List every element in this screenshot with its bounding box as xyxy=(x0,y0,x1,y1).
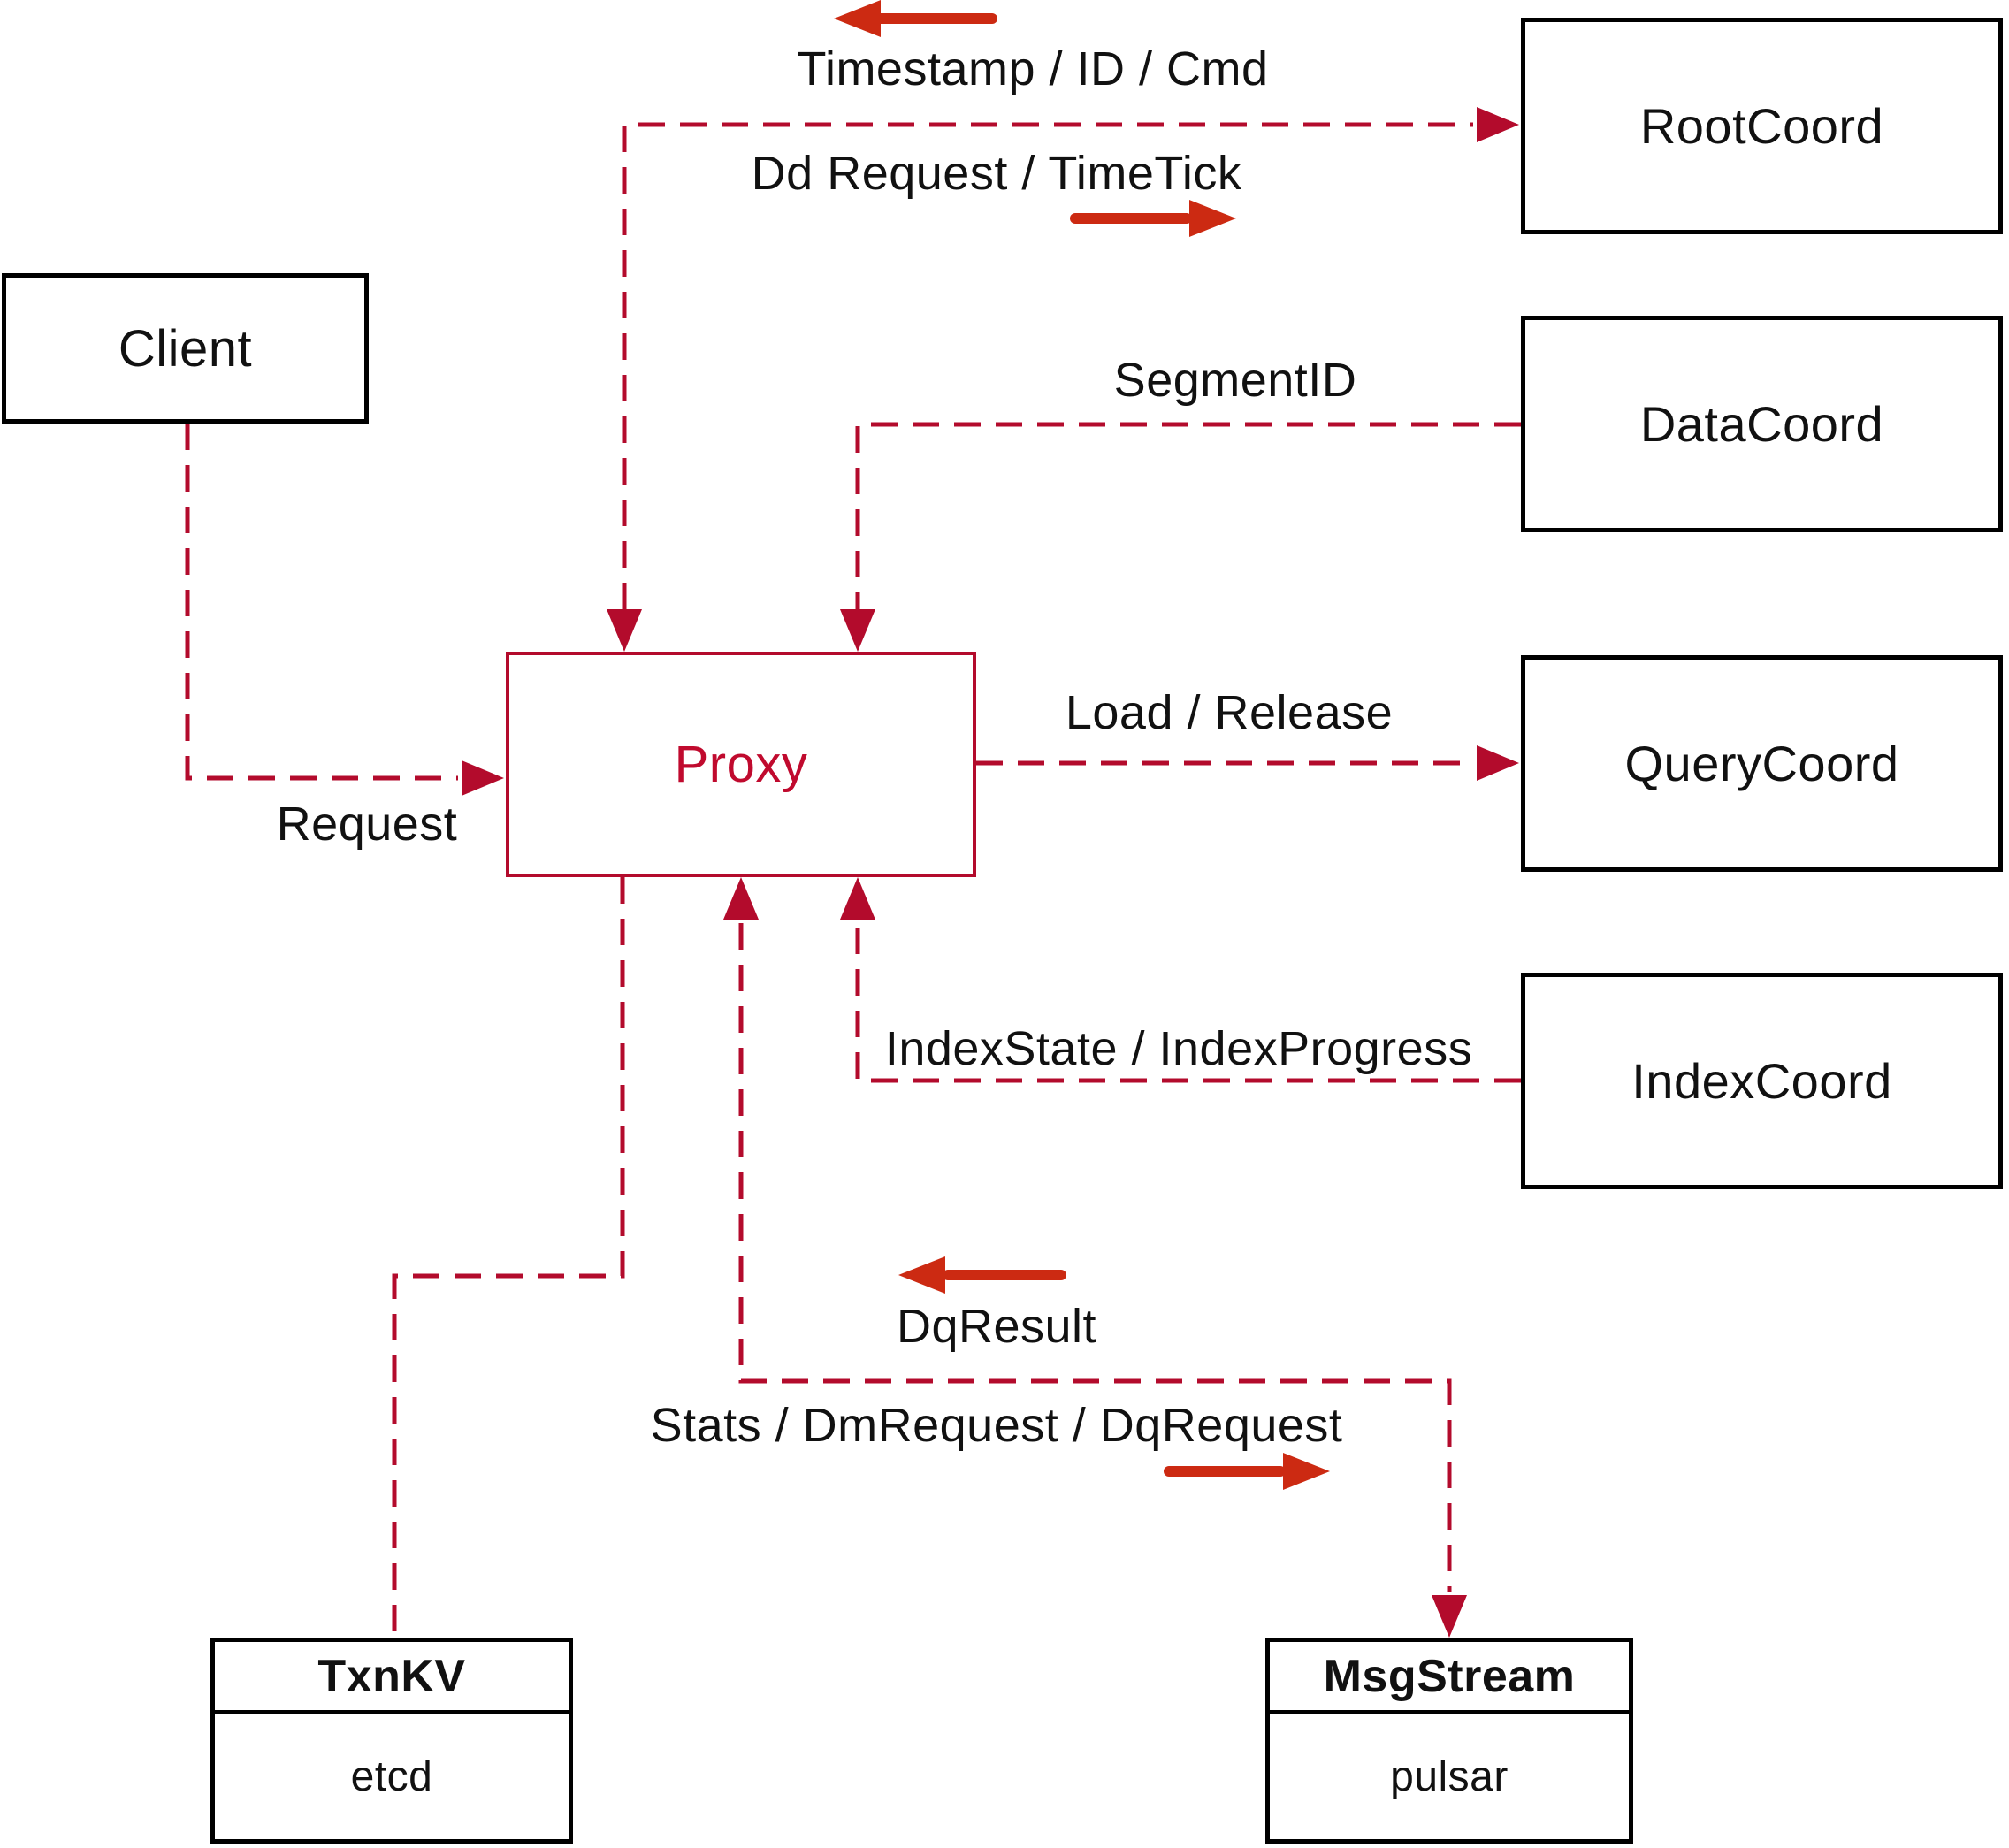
edge-label-timestamp: Timestamp / ID / Cmd xyxy=(797,42,1269,95)
edge-indexcoord-proxy xyxy=(855,923,1521,1083)
edge-label-stats: Stats / DmRequest / DqRequest xyxy=(650,1399,1343,1452)
node-indexcoord: IndexCoord xyxy=(1521,973,2003,1189)
edge-label-segment-id: SegmentID xyxy=(1113,354,1357,407)
node-datacoord-label: DataCoord xyxy=(1639,396,1884,452)
arrowhead-into-proxy-bottom-left xyxy=(723,877,759,920)
node-proxy-label: Proxy xyxy=(674,736,808,793)
edge-label-request: Request xyxy=(276,798,458,851)
node-querycoord: QueryCoord xyxy=(1521,655,2003,872)
edge-client-proxy-request xyxy=(185,424,458,781)
node-client-label: Client xyxy=(118,319,253,378)
arrowhead-into-proxy-left xyxy=(462,760,504,796)
node-datacoord: DataCoord xyxy=(1521,316,2003,532)
edge-label-index-state: IndexState / IndexProgress xyxy=(884,1022,1473,1075)
node-indexcoord-label: IndexCoord xyxy=(1631,1053,1892,1109)
node-proxy: Proxy xyxy=(506,652,976,877)
node-rootcoord-label: RootCoord xyxy=(1639,98,1884,154)
arrowhead-into-proxy-top-right xyxy=(840,609,875,652)
node-msgstream-subtitle: pulsar xyxy=(1390,1753,1509,1800)
node-client: Client xyxy=(2,273,369,424)
edge-proxy-txnkv xyxy=(392,877,625,1634)
node-txnkv: TxnKV etcd xyxy=(210,1638,573,1844)
node-msgstream-title: MsgStream xyxy=(1323,1650,1576,1702)
edge-proxy-rootcoord xyxy=(622,122,1473,609)
node-msgstream-header: MsgStream xyxy=(1270,1642,1629,1714)
dashed-connectors xyxy=(185,122,1521,1634)
node-msgstream-body: pulsar xyxy=(1270,1714,1629,1839)
connector-arrowheads xyxy=(462,107,1519,1638)
edge-label-dd-request: Dd Request / TimeTick xyxy=(751,147,1242,200)
stats-direction-right-arrow xyxy=(1164,1453,1330,1490)
direction-arrows xyxy=(834,0,1330,1490)
arrowhead-into-msgstream xyxy=(1432,1595,1467,1638)
node-msgstream: MsgStream pulsar xyxy=(1265,1638,1633,1844)
node-txnkv-subtitle: etcd xyxy=(350,1753,433,1800)
node-txnkv-title: TxnKV xyxy=(317,1650,466,1702)
edge-datacoord-proxy xyxy=(855,422,1521,609)
arrowhead-into-proxy-top-left xyxy=(607,609,642,652)
arrowhead-into-querycoord xyxy=(1477,745,1519,781)
arrowhead-into-proxy-bottom-right xyxy=(840,877,875,920)
dq-result-direction-left-arrow xyxy=(898,1256,1066,1294)
timestamp-direction-left-arrow xyxy=(834,0,997,37)
node-txnkv-body: etcd xyxy=(215,1714,569,1839)
edge-label-load-release: Load / Release xyxy=(1065,686,1394,739)
node-txnkv-header: TxnKV xyxy=(215,1642,569,1714)
dd-request-direction-right-arrow xyxy=(1070,200,1236,237)
node-rootcoord: RootCoord xyxy=(1521,18,2003,234)
edge-label-dq-result: DqResult xyxy=(896,1300,1097,1353)
edge-proxy-msgstream xyxy=(738,923,1452,1592)
node-querycoord-label: QueryCoord xyxy=(1624,736,1899,791)
arrowhead-into-rootcoord xyxy=(1477,107,1519,142)
